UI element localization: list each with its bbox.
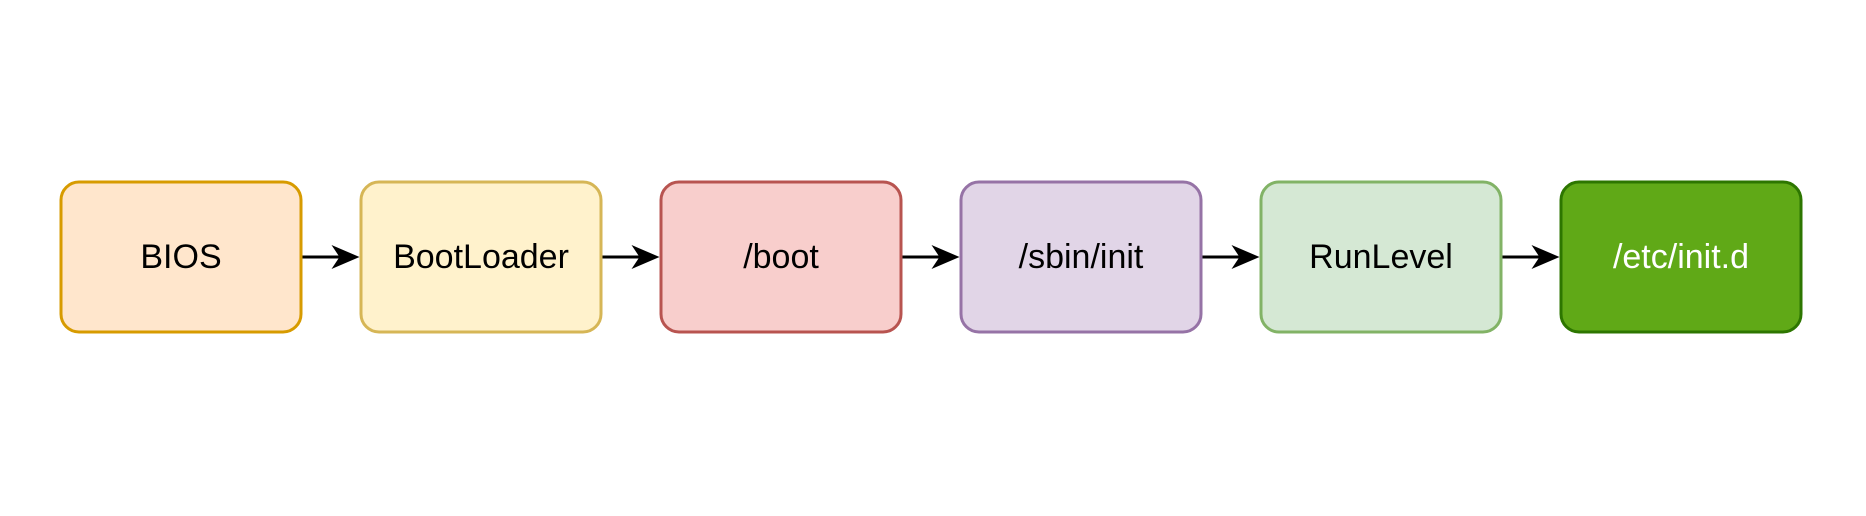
node-bootloader: BootLoader — [359, 180, 603, 334]
node-box-etc-init-d — [1559, 180, 1803, 334]
arrow-boot-to-sbin-init — [902, 245, 960, 269]
node-boot: /boot — [659, 180, 903, 334]
arrowhead-icon — [631, 245, 660, 269]
arrow-bios-to-bootloader — [302, 245, 360, 269]
node-label-etc-init-d: /etc/init.d — [1613, 238, 1749, 276]
node-box-sbin-init — [959, 180, 1203, 334]
node-label-bootloader: BootLoader — [393, 238, 569, 276]
node-label-sbin-init: /sbin/init — [1019, 238, 1144, 276]
arrowhead-icon — [331, 245, 360, 269]
arrowhead-icon — [1531, 245, 1560, 269]
arrow-sbin-init-to-runlevel — [1202, 245, 1260, 269]
node-sbin-init: /sbin/init — [959, 180, 1203, 334]
node-box-bios — [59, 180, 303, 334]
arrow-bootloader-to-boot — [602, 245, 660, 269]
node-runlevel: RunLevel — [1259, 180, 1503, 334]
node-box-runlevel — [1259, 180, 1503, 334]
node-label-bios: BIOS — [140, 238, 221, 276]
arrowhead-icon — [931, 245, 960, 269]
edges-layer — [302, 245, 1560, 269]
node-label-boot: /boot — [743, 238, 819, 276]
node-etc-init-d: /etc/init.d — [1559, 180, 1803, 334]
node-bios: BIOS — [59, 180, 303, 334]
node-label-runlevel: RunLevel — [1309, 238, 1453, 276]
arrow-runlevel-to-etc-init-d — [1502, 245, 1560, 269]
arrowhead-icon — [1231, 245, 1260, 269]
node-box-boot — [659, 180, 903, 334]
node-box-bootloader — [359, 180, 603, 334]
nodes-layer: BIOS BootLoader/boot/sbin/init RunLevel/et… — [59, 180, 1803, 334]
